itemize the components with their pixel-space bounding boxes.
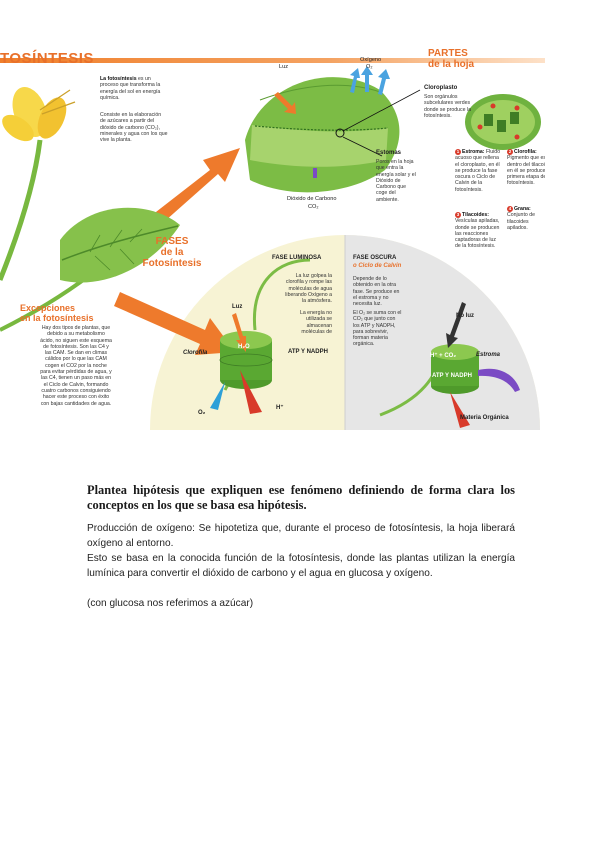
stoma-icon bbox=[313, 168, 317, 178]
infographic-artwork bbox=[0, 66, 541, 430]
label-oxigeno: Oxígeno bbox=[360, 57, 382, 63]
dark-phase-thylakoid-icon bbox=[379, 302, 520, 428]
light-arrow-icon bbox=[274, 92, 296, 114]
oxygen-arrow-icon bbox=[361, 66, 373, 92]
plant-stem bbox=[0, 139, 43, 281]
partes-title: PARTES de la hoja bbox=[428, 48, 474, 70]
fases-line1: FASES bbox=[155, 236, 189, 247]
intro-text-2: Consiste en la elaboración de azúcares a… bbox=[100, 112, 168, 144]
top-gradient-bar bbox=[0, 58, 545, 63]
chloroplast-icon bbox=[465, 94, 541, 150]
intro-text: La fotosíntesis es un proceso que transf… bbox=[100, 76, 168, 101]
label-luz: Luz bbox=[279, 64, 289, 70]
label-no-luz: No luz bbox=[456, 313, 474, 319]
excepciones-title: Excepciones en la fotosíntesis bbox=[20, 303, 94, 323]
answer-paragraph-3: (con glucosa nos referimos a azúcar) bbox=[87, 598, 254, 609]
cloroplasto-desc: Son orgánulos subcelulares verdes donde … bbox=[424, 94, 472, 119]
parte-name: Clorofila: bbox=[514, 149, 537, 155]
parte-name: Estroma: bbox=[462, 149, 485, 155]
label-co2: CO₂ bbox=[308, 204, 319, 210]
label-atp-dark: ATP Y NADPH bbox=[432, 373, 472, 379]
parte-desc: Conjunto de tilacoides apilados. bbox=[507, 212, 535, 231]
fase-oscura-desc2: El O₂ se suma con el CO₂ que junto con l… bbox=[353, 310, 402, 348]
leaf-cross-section-icon bbox=[245, 77, 400, 193]
parte-num: 2 bbox=[507, 149, 513, 155]
parte-num: 4 bbox=[507, 206, 513, 212]
fase-luminosa-atp: ATP Y NADPH bbox=[288, 349, 328, 355]
parte-num: 3 bbox=[455, 212, 461, 218]
label-h-co2: H⁺ + CO₂ bbox=[430, 353, 457, 359]
label-dioxido: Dióxido de Carbono bbox=[287, 196, 337, 202]
infographic-title: TOSÍNTESIS bbox=[0, 50, 94, 67]
label-clorofila: Clorofila bbox=[183, 350, 208, 356]
parte-num: 1 bbox=[455, 149, 461, 155]
partes-title-line1: PARTES bbox=[428, 48, 468, 59]
yellow-flower-icon bbox=[2, 86, 76, 142]
answer-paragraph-1: Producción de oxígeno: Se hipotetiza que… bbox=[87, 523, 515, 549]
parte-desc: Pigmento que está dentro del tilacoide, … bbox=[507, 155, 545, 187]
label-h2o: H₂O bbox=[238, 344, 250, 350]
answer-paragraph-2: Esto se basa en la conocida función de l… bbox=[87, 553, 515, 579]
label-estroma: Estroma bbox=[476, 352, 501, 358]
fase-luminosa-desc1: La luz golpea la clorofila y rompe las m… bbox=[285, 273, 332, 305]
excepciones-line1: Excepciones bbox=[20, 303, 76, 313]
fase-oscura-subtitle: o Ciclo de Calvin bbox=[353, 263, 402, 269]
orange-arrow-down bbox=[114, 292, 235, 355]
intro-rest: es un proceso que transforma la energía … bbox=[100, 76, 161, 101]
phase-semicircle-dark bbox=[345, 235, 540, 430]
large-leaf-icon bbox=[60, 207, 180, 283]
parte-name: Tilacoides: bbox=[462, 212, 490, 218]
intro-bold: La fotosíntesis bbox=[100, 76, 137, 82]
fase-luminosa-desc2: La energía no utilizada se almacenan mol… bbox=[299, 310, 332, 335]
partes-title-line2: de la hoja bbox=[428, 59, 475, 70]
fases-title: FASES de la Fotosíntesis bbox=[142, 236, 202, 269]
label-hplus: H⁺ bbox=[276, 405, 284, 411]
fases-line2: de la bbox=[160, 247, 184, 258]
label-o2: O₂ bbox=[366, 64, 373, 70]
label-cloroplasto: Cloroplasto bbox=[424, 85, 458, 91]
fase-oscura-title: FASE OSCURA bbox=[353, 255, 397, 261]
fase-luminosa-title: FASE LUMINOSA bbox=[272, 255, 322, 261]
photosynthesis-infographic: TOSÍNTESIS La fotosíntesis es un proceso… bbox=[0, 30, 545, 430]
excepciones-line2: en la fotosíntesis bbox=[20, 313, 94, 323]
label-o2-phase: O₂ bbox=[198, 410, 206, 416]
fase-oscura-desc1: Depende de lo obtenido en la otra fase. … bbox=[353, 276, 400, 308]
light-phase-thylakoid-icon bbox=[210, 258, 311, 414]
fases-line3: Fotosíntesis bbox=[142, 258, 202, 269]
excepciones-desc: Hay dos tipos de plantas, que debido a s… bbox=[40, 325, 112, 407]
label-luz-phase: Luz bbox=[232, 304, 243, 310]
parte-name: Grana: bbox=[514, 206, 531, 212]
parte-desc: Vesículas apiladas, donde se producen la… bbox=[455, 218, 500, 250]
parte-desc: Fluido acuoso que rellena el cloroplasto… bbox=[455, 149, 501, 193]
estomas-desc: Poros en la hoja que entra la energía so… bbox=[376, 159, 416, 203]
label-materia-organica: Materia Orgánica bbox=[460, 415, 509, 421]
question-text: Plantea hipótesis que expliquen ese fenó… bbox=[87, 483, 515, 512]
label-estomas: Estomas bbox=[376, 150, 402, 156]
